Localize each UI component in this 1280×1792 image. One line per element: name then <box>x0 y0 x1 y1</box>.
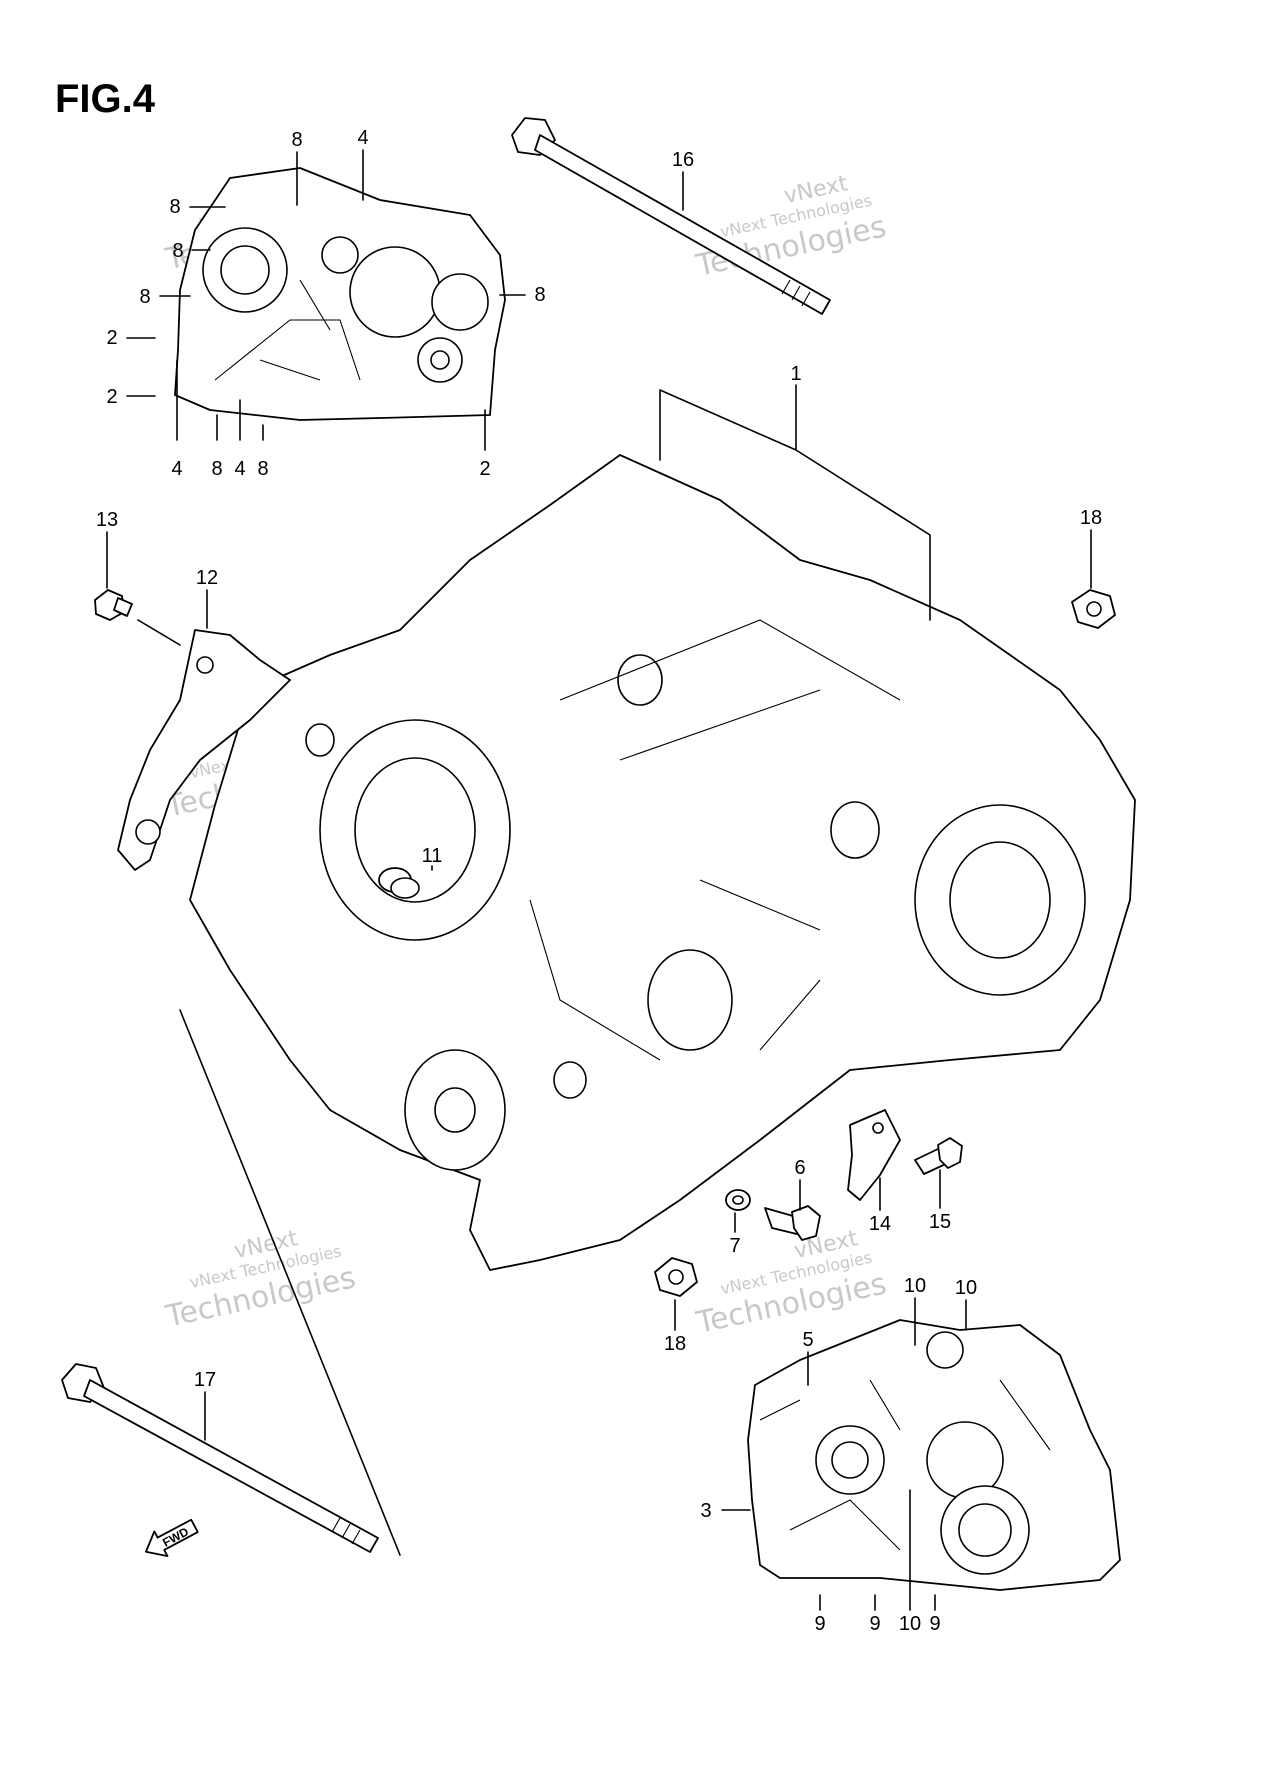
part-17-long-bolt <box>61 1363 379 1553</box>
bottom-inset-leaders <box>721 1297 967 1611</box>
callout-9: 9 <box>929 1613 940 1635</box>
callout-2: 2 <box>106 327 117 349</box>
callout-8: 8 <box>257 458 268 480</box>
callout-12: 12 <box>196 567 218 589</box>
callout-1: 1 <box>790 363 801 385</box>
callout-9: 9 <box>814 1613 825 1635</box>
callout-5: 5 <box>802 1329 813 1351</box>
callout-10: 10 <box>899 1613 921 1635</box>
part-13-bolt <box>94 589 133 621</box>
callout-8: 8 <box>169 196 180 218</box>
callout-14: 14 <box>869 1213 891 1235</box>
part-11-dowel <box>378 867 420 899</box>
part-6-bolt <box>764 1205 821 1241</box>
callout-8: 8 <box>291 129 302 151</box>
callout-2: 2 <box>106 386 117 408</box>
callout-2: 2 <box>479 458 490 480</box>
part-18-nut-top <box>1071 589 1116 629</box>
callout-6: 6 <box>794 1157 805 1179</box>
callout-11: 11 <box>422 845 443 867</box>
callout-10: 10 <box>904 1275 926 1297</box>
leader-17b <box>179 1009 401 1556</box>
callout-4: 4 <box>171 458 182 480</box>
callout-8: 8 <box>172 240 183 262</box>
callout-9: 9 <box>869 1613 880 1635</box>
crankcase-half-inset-bottom <box>747 1319 1121 1591</box>
figure-title: FIG.4 <box>55 77 156 121</box>
leader-1 <box>659 384 931 621</box>
top-inset-leaders <box>126 149 526 451</box>
crankcase-half-inset-top <box>174 167 506 421</box>
callout-labels: 8 4 8 8 8 8 2 2 4 8 4 8 2 16 1 13 12 18 … <box>96 127 1102 1635</box>
callout-4: 4 <box>357 127 368 149</box>
part-18-nut-bottom <box>654 1257 698 1297</box>
callout-4: 4 <box>234 458 245 480</box>
callout-7: 7 <box>729 1235 740 1257</box>
part-15-bolt <box>914 1137 963 1175</box>
callout-18: 18 <box>664 1333 686 1355</box>
forward-arrow-icon: FWD <box>145 1518 199 1558</box>
part-1-crankcase <box>189 454 1136 1271</box>
part-7-washer <box>725 1189 751 1211</box>
part-14-plate <box>847 1109 901 1201</box>
callout-16: 16 <box>672 149 694 171</box>
leader-13b <box>137 619 181 646</box>
watermark: vNext vNext Technologies Technologies <box>162 1226 359 1335</box>
part-12-bracket <box>117 629 291 871</box>
callout-17: 17 <box>194 1369 216 1391</box>
callout-8: 8 <box>534 284 545 306</box>
callout-3: 3 <box>700 1500 711 1522</box>
callout-15: 15 <box>929 1211 951 1233</box>
callout-10: 10 <box>955 1277 977 1299</box>
callout-18: 18 <box>1080 507 1102 529</box>
watermark: vNext vNext Technologies Technologies <box>692 171 889 284</box>
callout-8: 8 <box>139 286 150 308</box>
callout-8: 8 <box>211 458 222 480</box>
callout-13: 13 <box>96 509 118 531</box>
watermark: vNext vNext Technologies Technologies <box>693 1226 890 1341</box>
part-16-long-bolt <box>511 117 831 315</box>
